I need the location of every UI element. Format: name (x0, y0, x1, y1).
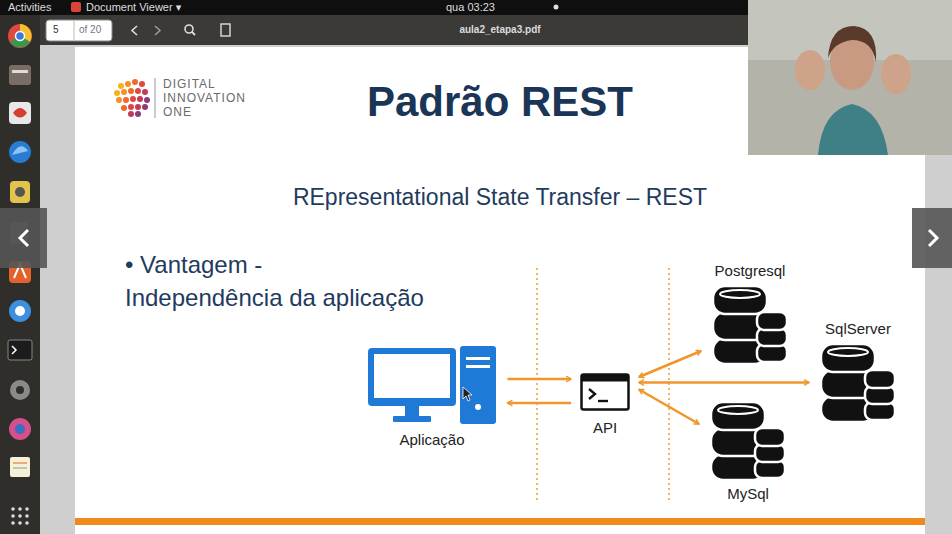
icon-holder (709, 398, 787, 483)
top-bar-text: Activities (8, 1, 51, 13)
doc-button (221, 24, 230, 36)
database-icon (709, 398, 787, 483)
app-menu: Document Viewer ▾ (86, 1, 181, 14)
node-label: SqlServer (825, 320, 891, 338)
app-icon (71, 2, 81, 12)
connector (639, 390, 699, 425)
right-nav-button (912, 208, 952, 268)
logo-text: INNOVATION (163, 91, 246, 105)
database-node: MySql (703, 398, 793, 503)
dock (0, 15, 40, 534)
logo-text: DIGITAL (163, 77, 216, 91)
next-button (155, 26, 160, 35)
logo-text: ONE (163, 105, 192, 119)
left-nav-button (0, 208, 47, 268)
dock-icons (8, 24, 32, 525)
arrow-line (639, 351, 701, 377)
bullet-text: • Vantagem - (125, 251, 262, 279)
database-icon (711, 282, 789, 367)
connector (639, 382, 809, 383)
node-label: MySql (727, 485, 769, 503)
status-dot (554, 5, 559, 10)
node-label: Aplicação (399, 431, 464, 449)
api-node: API (575, 373, 635, 437)
icon-holder (711, 282, 789, 367)
file-name: aula2_etapa3.pdf (350, 24, 650, 35)
icon-holder (819, 340, 897, 425)
icon-holder (580, 373, 630, 411)
webcam-video (748, 0, 952, 155)
node-label: API (593, 419, 617, 437)
arrow-line (508, 402, 572, 405)
arrow-line (639, 381, 809, 384)
prev-button (132, 26, 137, 35)
logo-mark (114, 79, 150, 117)
search-button-handle (192, 32, 195, 35)
client-node: Aplicação (365, 345, 500, 449)
icon-holder (367, 345, 497, 425)
dotted-separator (536, 268, 537, 500)
slide-bottom-bar (75, 518, 925, 525)
database-node: Postgresql (705, 262, 795, 367)
page-number: 5 (53, 24, 59, 35)
dotted-separator (668, 268, 669, 500)
arrow-line (639, 390, 699, 425)
search-button (185, 25, 193, 33)
slide-subtitle: REpresentational State Transfer – REST (200, 184, 800, 211)
node-label: Postgresql (715, 262, 786, 280)
bullet-text: Independência da aplicação (125, 284, 424, 312)
arrow-line (508, 378, 572, 381)
connector (508, 379, 572, 403)
slide-title: Padrão REST (250, 78, 750, 126)
computer-icon (367, 345, 497, 425)
input-divider (74, 21, 75, 40)
database-icon (819, 340, 897, 425)
page-count: of 20 (79, 24, 101, 35)
page-input (46, 20, 112, 41)
database-node: SqlServer (813, 320, 903, 425)
terminal-icon (580, 373, 630, 411)
clock: qua 03:23 (446, 1, 495, 13)
connector (639, 351, 701, 377)
logo-divider (155, 78, 156, 118)
